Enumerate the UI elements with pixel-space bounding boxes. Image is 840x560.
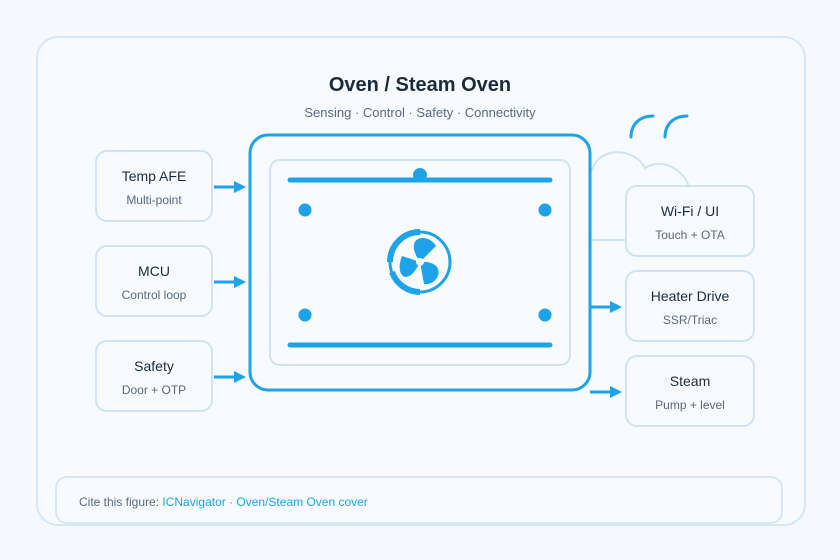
block-wifi-ui: Wi-Fi / UI Touch + OTA xyxy=(625,185,755,257)
block-temp-afe: Temp AFE Multi-point xyxy=(95,150,213,222)
oven-corner-dot xyxy=(538,203,552,217)
block-safety: Safety Door + OTP xyxy=(95,340,213,412)
oven-corner-dot xyxy=(298,203,312,217)
arrow-right-icon xyxy=(214,371,246,383)
block-mcu: MCU Control loop xyxy=(95,245,213,317)
citation-prefix: Cite this figure: xyxy=(79,495,160,509)
block-title: Safety xyxy=(134,358,174,374)
oven-corner-dot xyxy=(538,308,552,322)
arrow-right-icon xyxy=(590,301,622,313)
oven-top-indicator xyxy=(413,168,427,182)
arrow-right-icon xyxy=(590,386,622,398)
oven-corner-dot xyxy=(298,308,312,322)
citation-link[interactable]: ICNavigator · Oven/Steam Oven cover xyxy=(162,495,368,509)
block-subtitle: Door + OTP xyxy=(121,383,187,397)
block-title: Wi-Fi / UI xyxy=(660,203,720,219)
block-subtitle: SSR/Triac xyxy=(662,313,718,327)
diagram-subtitle: Sensing · Control · Safety · Connectivit… xyxy=(304,105,536,120)
oven-icon xyxy=(248,133,592,392)
arrow-right-icon xyxy=(214,276,246,288)
citation-text: Cite this figure: ICNavigator · Oven/Ste… xyxy=(79,495,368,509)
diagram-title: Oven / Steam Oven xyxy=(328,74,512,96)
block-title: Temp AFE xyxy=(121,168,187,184)
fan-icon xyxy=(387,229,452,295)
block-heater-drive: Heater Drive SSR/Triac xyxy=(625,270,755,342)
block-title: MCU xyxy=(138,263,170,279)
block-subtitle: Multi-point xyxy=(126,193,182,207)
block-steam: Steam Pump + level xyxy=(625,355,755,427)
block-title: Heater Drive xyxy=(650,288,730,304)
citation-bar: Cite this figure: ICNavigator · Oven/Ste… xyxy=(55,476,783,524)
arrow-right-icon xyxy=(214,181,246,193)
block-subtitle: Control loop xyxy=(121,288,187,302)
block-subtitle: Pump + level xyxy=(655,398,725,412)
block-title: Steam xyxy=(669,373,711,389)
block-subtitle: Touch + OTA xyxy=(655,228,725,242)
wifi-signal-icon xyxy=(629,114,689,139)
